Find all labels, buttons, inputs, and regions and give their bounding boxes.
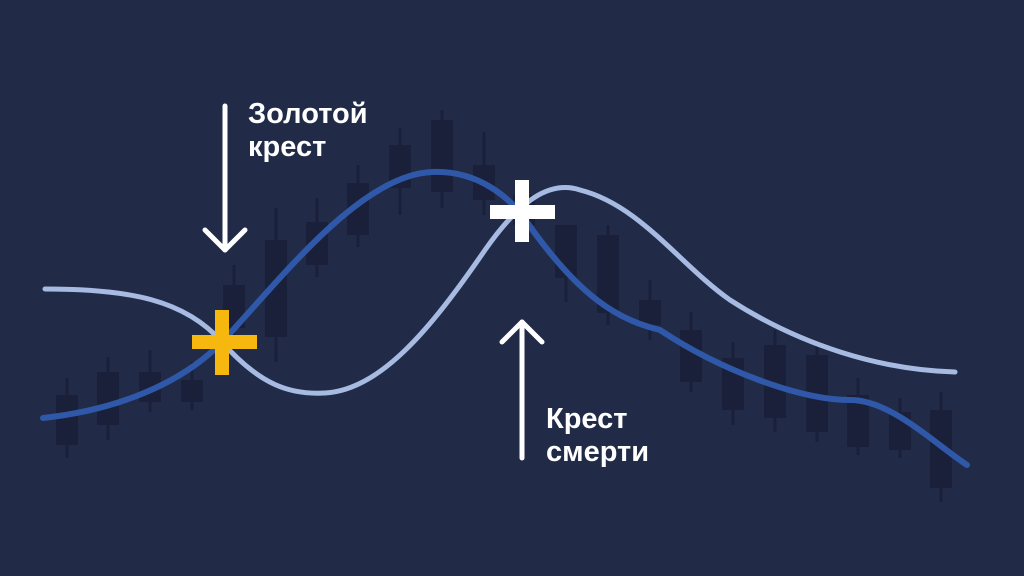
candle-body: [265, 240, 287, 337]
golden-cross-label-line-2: крест: [248, 131, 327, 163]
candle-body: [764, 345, 786, 418]
golden-cross-arrow: [202, 103, 248, 253]
death-cross-arrow: [499, 319, 545, 461]
candle-body: [597, 235, 619, 313]
golden-cross-marker-icon: [192, 310, 257, 375]
candlesticks: [56, 110, 952, 502]
arrow-down-icon: [202, 227, 248, 253]
candle-body: [806, 355, 828, 432]
death-cross-marker-icon: [490, 180, 555, 242]
death-cross-label-line-2: смерти: [546, 436, 650, 468]
candle-body: [431, 120, 453, 192]
arrow-up-icon: [499, 319, 545, 345]
candle-body: [97, 372, 119, 425]
death-cross-label: Крест смерти: [546, 403, 649, 469]
candle-body: [639, 300, 661, 325]
candle-body: [347, 183, 369, 235]
golden-cross-label-line-1: Золотой: [248, 98, 368, 130]
candle-body: [181, 380, 203, 402]
candle-body: [56, 395, 78, 445]
candle-body: [847, 395, 869, 447]
golden-cross-label: Золотой крест: [248, 98, 368, 164]
death-cross-label-line-1: Крест: [546, 403, 628, 435]
